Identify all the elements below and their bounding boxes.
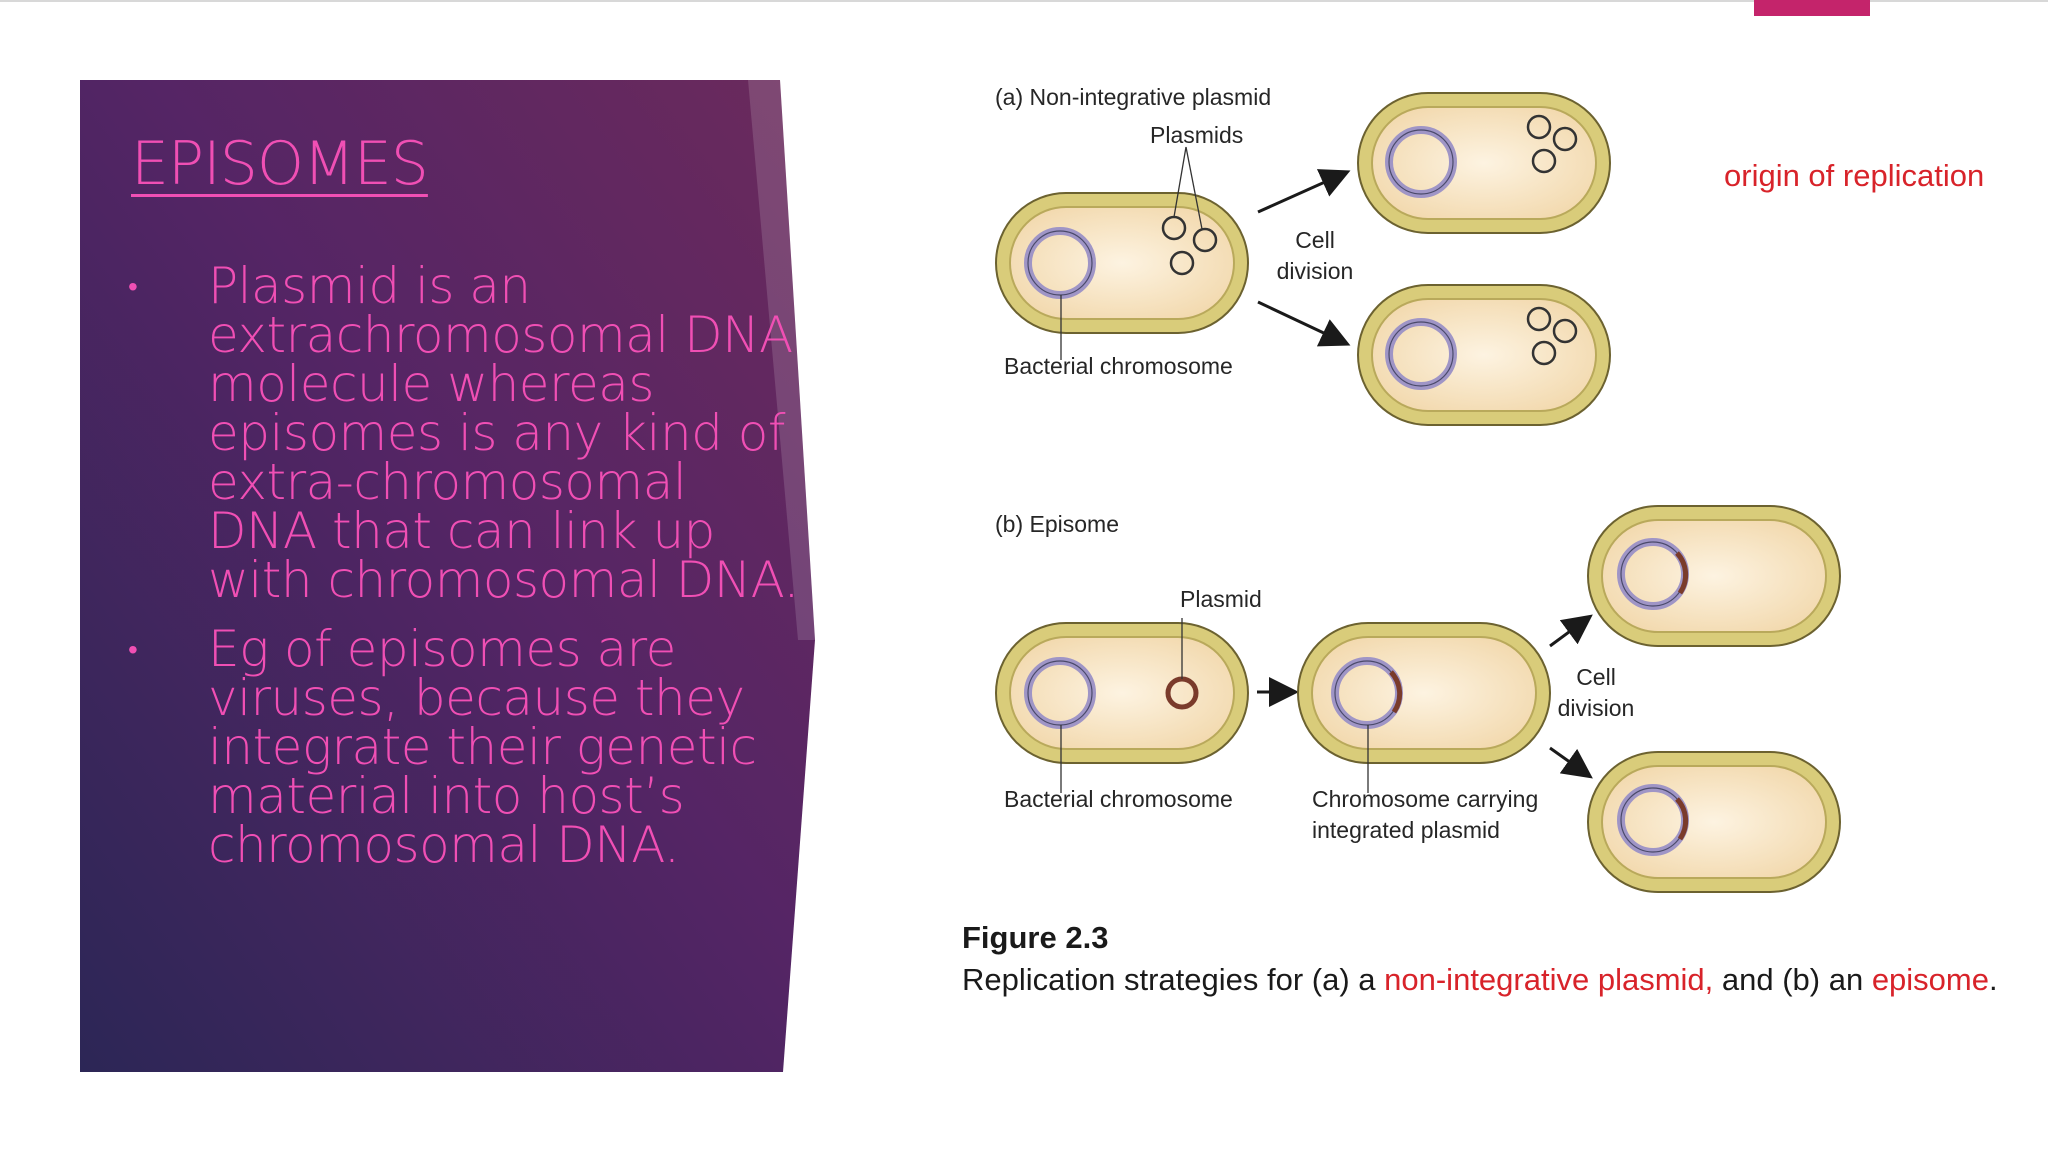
- daughter-cell-a-bottom: [1357, 284, 1611, 426]
- top-rule: [0, 0, 2048, 2]
- bacterial-chromosome-label-a: Bacterial chromosome: [1004, 353, 1233, 379]
- cell-division-label-a-line1: Cell: [1295, 227, 1335, 253]
- cell-division-label-a-line2: division: [1277, 258, 1354, 284]
- division-arrow: [1549, 746, 1593, 779]
- bullet-text: Plasmid is an extrachromosomal DNA molec…: [208, 257, 799, 609]
- replication-figure: (a) Non-integrative plasmid Plasmids Bac…: [995, 84, 1841, 893]
- parent-cell-b: [995, 622, 1249, 764]
- bullet-text: Eg of episomes are viruses, because they…: [208, 620, 757, 874]
- figure-caption: Figure 2.3 Replication strategies for (a…: [962, 918, 2022, 1002]
- plasmid-label-b: Plasmid: [1180, 586, 1262, 612]
- integrated-cell-b: [1297, 622, 1551, 764]
- plasmids-label: Plasmids: [1150, 122, 1243, 148]
- division-arrow: [1257, 169, 1351, 214]
- part-b-heading: (b) Episome: [995, 511, 1119, 537]
- integrated-label-line2: integrated plasmid: [1312, 817, 1500, 843]
- left-panel: [80, 80, 815, 1072]
- bacterial-chromosome-label-b: Bacterial chromosome: [1004, 786, 1233, 812]
- slide-title: EPISOMES: [131, 129, 429, 199]
- panel-highlight-stripe: [748, 80, 815, 640]
- integrated-label-line1: Chromosome carrying: [1312, 786, 1538, 812]
- part-a-heading: (a) Non-integrative plasmid: [995, 84, 1271, 110]
- plasmid: [1169, 250, 1195, 276]
- caption-highlight-nonintegrative: non-integrative plasmid,: [1384, 962, 1714, 997]
- plasmid: [1192, 227, 1218, 253]
- caption-suffix: .: [1989, 962, 1998, 997]
- caption-highlight-episome: episome: [1871, 962, 1989, 997]
- daughter-cell-b-bottom: [1587, 751, 1841, 893]
- daughter-cell-a-top: [1357, 92, 1611, 234]
- division-arrow: [1257, 300, 1351, 347]
- caption-body: Replication strategies for (a) a non-int…: [962, 958, 2022, 1002]
- daughter-cell-b-top: [1587, 505, 1841, 647]
- division-arrow: [1549, 614, 1593, 648]
- caption-title: Figure 2.3: [962, 920, 1109, 955]
- caption-prefix: Replication strategies for (a) a: [962, 962, 1385, 997]
- bullet-dot-icon: •: [128, 270, 138, 303]
- bullet-item: • Eg of episomes are viruses, because th…: [128, 624, 808, 870]
- bullet-list: • Plasmid is an extrachromosomal DNA mol…: [128, 261, 808, 890]
- cell-division-label-b-line1: Cell: [1576, 664, 1616, 690]
- bullet-dot-icon: •: [128, 633, 138, 666]
- cell-division-label-b-line2: division: [1558, 695, 1635, 721]
- bullet-item: • Plasmid is an extrachromosomal DNA mol…: [128, 261, 808, 605]
- origin-of-replication-note: origin of replication: [1724, 158, 1985, 193]
- caption-middle: and (b) an: [1713, 962, 1872, 997]
- panel-background: [80, 80, 815, 1072]
- accent-tab: [1754, 0, 1870, 16]
- parent-cell-a: [995, 192, 1249, 334]
